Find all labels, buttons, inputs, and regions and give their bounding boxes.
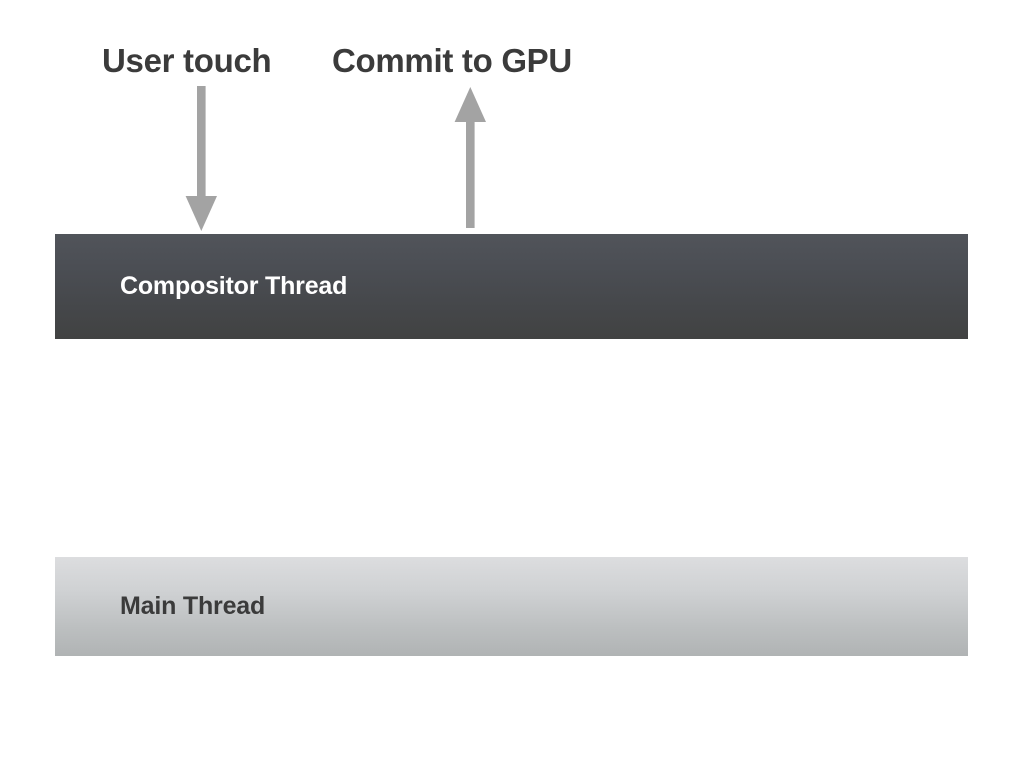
lane-label-compositor-thread: Compositor Thread bbox=[120, 272, 348, 300]
annotation-label-commit-to-gpu: Commit to GPU bbox=[332, 42, 572, 79]
lane-compositor-thread: Compositor Thread bbox=[55, 234, 968, 339]
arrow-up-icon-commit-to-gpu bbox=[454, 87, 486, 228]
lane-main-thread: Main Thread bbox=[55, 557, 968, 656]
lane-label-main-thread: Main Thread bbox=[120, 592, 266, 620]
annotation-label-user-touch: User touch bbox=[102, 42, 272, 79]
arrow-down-icon-user-touch bbox=[185, 86, 217, 231]
